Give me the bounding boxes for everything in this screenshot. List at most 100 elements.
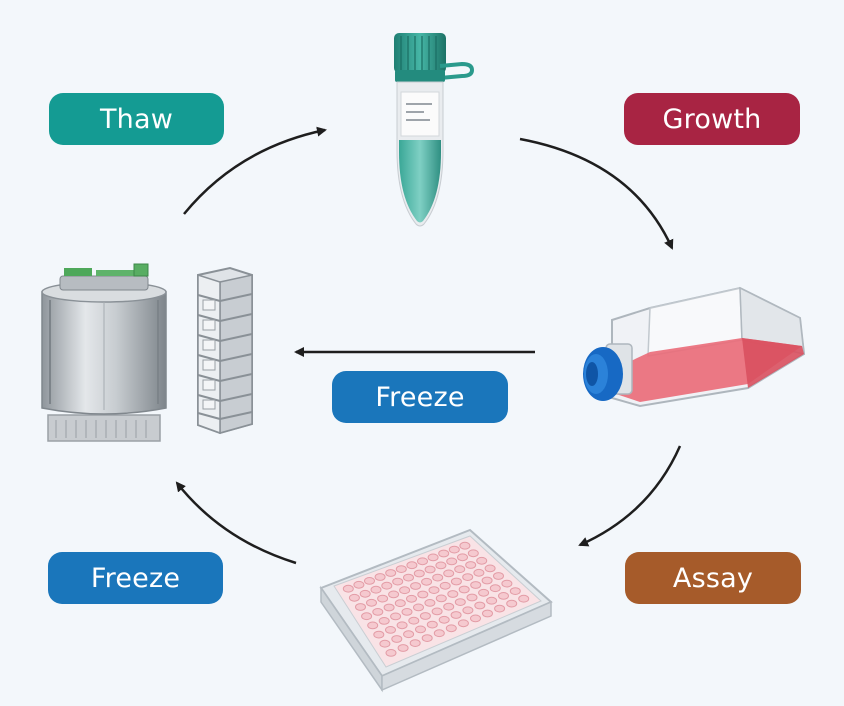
plate-well (409, 639, 421, 647)
plate-well (421, 577, 433, 586)
plate-well (438, 549, 450, 558)
plate-well (379, 639, 391, 648)
plate-well (406, 594, 417, 603)
plate-well (367, 621, 379, 630)
plate-well (421, 634, 433, 642)
plate-well (370, 585, 382, 594)
plate-well (385, 569, 397, 577)
plate-well (493, 572, 504, 580)
plate-well (431, 607, 443, 616)
plate-well (392, 577, 404, 586)
assay-label: Assay (625, 552, 801, 604)
plate-well (374, 573, 386, 581)
plate-well (454, 565, 466, 574)
freeze-left-label: Freeze (48, 552, 223, 604)
plate-well (482, 609, 493, 618)
plate-well (447, 590, 459, 598)
plate-well (417, 557, 428, 566)
plate-well (457, 553, 468, 562)
plate-well (377, 594, 389, 603)
plate-well (501, 579, 513, 588)
plate-well (424, 565, 436, 574)
plate-well (426, 620, 438, 629)
culture-flask-icon (583, 286, 806, 408)
plate-well (385, 626, 396, 634)
freezer-rack-icon (197, 266, 253, 435)
plate-well (458, 585, 470, 594)
plate-well (509, 587, 521, 595)
plate-well (470, 581, 482, 589)
plate-well (432, 573, 444, 582)
well-plate-icon (319, 528, 553, 693)
plate-well (396, 621, 408, 630)
plate-well (361, 612, 373, 621)
plate-well (427, 553, 439, 562)
plate-well (486, 596, 498, 605)
plate-well (355, 603, 366, 611)
plate-well (406, 561, 418, 570)
plate-well (428, 586, 440, 594)
plate-well (454, 598, 466, 606)
plate-well (388, 590, 400, 599)
plate-well (394, 599, 406, 608)
plate-well (417, 590, 429, 599)
plate-well (446, 557, 458, 566)
cryo-tank-icon (41, 263, 167, 442)
plate-well (419, 612, 431, 620)
plate-well (424, 599, 436, 607)
plate-well (408, 616, 420, 625)
plate-well (366, 598, 377, 607)
plate-well (415, 625, 426, 634)
plate-well (391, 635, 403, 643)
plate-well (435, 594, 447, 603)
plate-well (476, 556, 488, 565)
plate-well (403, 573, 414, 582)
plate-well (395, 565, 407, 573)
plate-well (435, 561, 447, 570)
plate-well (378, 617, 390, 625)
plate-well (385, 649, 397, 657)
plate-well (433, 629, 445, 638)
plate-well (466, 593, 478, 602)
plate-well (383, 603, 395, 612)
plate-well (459, 541, 471, 550)
plate-well (443, 602, 455, 611)
plate-well (381, 581, 393, 590)
plate-well (390, 612, 402, 621)
plate-well (443, 569, 455, 578)
plate-well (413, 569, 425, 578)
plate-well (462, 573, 474, 581)
plate-well (473, 568, 485, 577)
arrow-thaw-to-growth (183, 126, 327, 215)
freeze-center-label: Freeze (332, 371, 508, 423)
plate-well (474, 601, 486, 610)
plate-well (470, 614, 481, 623)
plate-well (439, 581, 451, 590)
plate-well (498, 592, 509, 600)
thaw-label: Thaw (49, 93, 224, 145)
plate-well (450, 577, 462, 586)
plate-well (401, 608, 413, 616)
plate-well (457, 619, 469, 628)
plate-well (438, 615, 450, 624)
plate-well (445, 624, 457, 633)
plate-well (373, 630, 385, 639)
arrow-flask-to-plate (578, 445, 682, 547)
cryovial-icon (394, 33, 475, 227)
plate-well (399, 586, 411, 595)
plate-well (494, 604, 506, 613)
plate-well (342, 584, 354, 593)
plate-well (353, 580, 365, 589)
plate-well (448, 545, 460, 554)
plate-well (359, 589, 371, 598)
plate-well (478, 588, 490, 597)
plate-well (465, 561, 477, 569)
plate-well (484, 564, 496, 573)
plate-well (413, 603, 424, 612)
plate-well (481, 576, 493, 585)
arrow-growth-to-flask (519, 137, 674, 250)
growth-label: Growth (624, 93, 800, 145)
plate-well (397, 644, 409, 652)
